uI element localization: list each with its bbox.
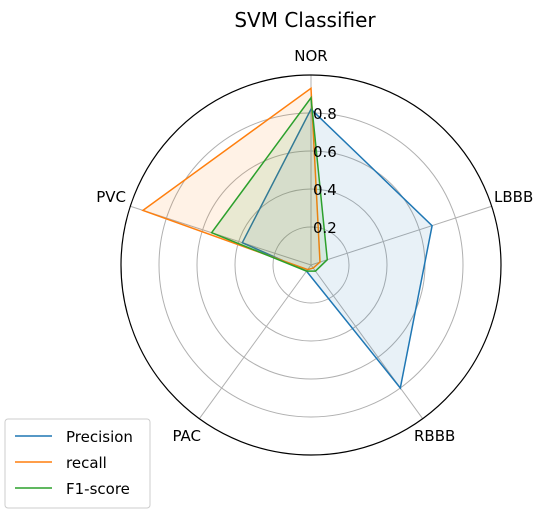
chart-title: SVM Classifier — [234, 8, 376, 32]
r-tick-label: 0.8 — [313, 105, 337, 123]
legend-frame — [4, 418, 151, 509]
spoke-pac — [198, 264, 312, 420]
series-fill-recall — [142, 88, 320, 270]
spoke-rbbb — [310, 264, 424, 420]
category-label-pvc: PVC — [96, 188, 126, 206]
radar-series — [141, 86, 433, 390]
series-fill-precision — [242, 109, 433, 388]
r-tick-label: 0.6 — [313, 143, 337, 161]
r-tick-label: 0.2 — [313, 219, 337, 237]
legend-label-recall: recall — [66, 454, 107, 472]
category-label-pac: PAC — [172, 427, 201, 445]
category-label-nor: NOR — [294, 47, 327, 65]
radial-tick-labels: 0.2 0.4 0.6 0.8 — [313, 105, 337, 237]
series-line-f1-score — [210, 95, 329, 272]
category-labels: NOR LBBB RBBB PAC PVC — [96, 47, 533, 445]
legend-label-f1-score: F1-score — [66, 480, 130, 498]
category-label-lbbb: LBBB — [494, 188, 533, 206]
outer-frame — [120, 74, 502, 456]
series-line-recall — [141, 86, 321, 271]
series-fill-f1-score — [211, 97, 328, 272]
r-tick-label: 0.4 — [313, 181, 337, 199]
category-label-rbbb: RBBB — [414, 427, 455, 445]
series-line-precision — [241, 107, 433, 390]
spoke-lbbb — [310, 205, 492, 266]
legend-label-precision: Precision — [66, 428, 133, 446]
